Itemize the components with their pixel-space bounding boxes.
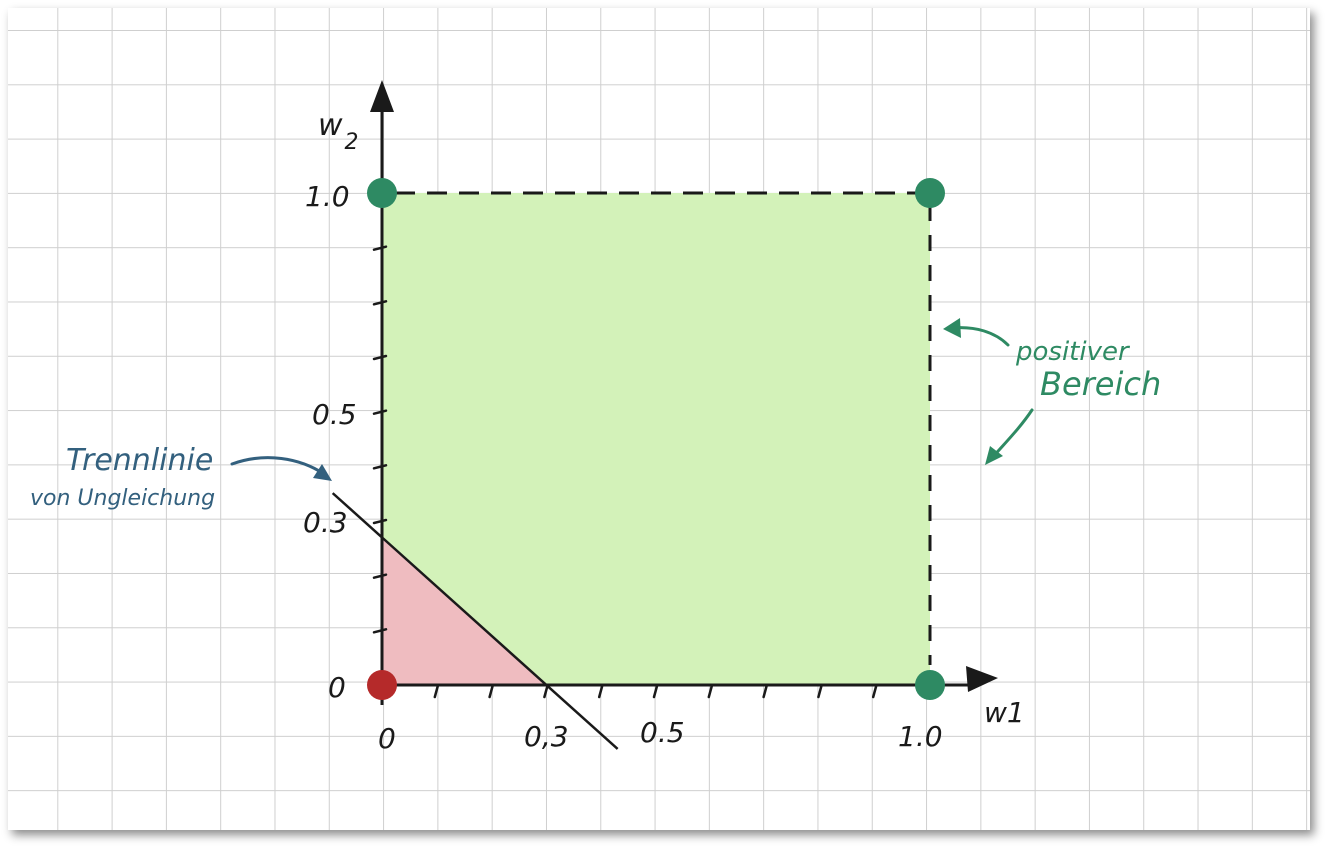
negative-point (367, 670, 397, 700)
x-tickmark (433, 684, 440, 699)
positive-point (915, 670, 945, 700)
x-axis-arrowhead (966, 666, 998, 692)
positive-region-arrowhead-lower (985, 446, 1003, 465)
x-axis-tickmarks (433, 684, 878, 699)
y-tick-label-1: 1.0 (305, 180, 350, 213)
positive-region-arrowhead-upper (943, 318, 961, 338)
x-axis-label: w1 (984, 696, 1025, 729)
x-tickmark (652, 684, 659, 699)
y-tickmark (372, 628, 388, 634)
x-tick-label-0: 0 (378, 722, 396, 755)
x-tick-label-1: 1.0 (898, 720, 943, 753)
y-tickmark (372, 573, 388, 579)
y-tick-label-0: 0 (328, 671, 346, 704)
y-axis-arrowhead (370, 80, 394, 112)
separating-line-arrowhead (313, 464, 332, 481)
y-tickmark (372, 300, 388, 306)
x-tickmark (597, 684, 604, 699)
y-tickmark (372, 354, 388, 361)
x-tickmark (707, 684, 714, 699)
y-tickmark (372, 518, 388, 525)
positive-region (382, 193, 930, 685)
separating-line-arrow (230, 456, 326, 476)
x-tickmark (762, 684, 768, 699)
x-tick-label-0.3: 0,3 (524, 720, 569, 753)
y-tick-label-0.5: 0.5 (312, 398, 357, 431)
x-tickmark (543, 684, 549, 699)
positive-point (915, 178, 945, 208)
x-tickmark (817, 684, 823, 699)
positive-region-sublabel: Bereich (1040, 365, 1161, 403)
y-tick-label-0.3: 0.3 (303, 506, 348, 539)
y-axis-label: w2 (318, 108, 359, 155)
y-tickmark (372, 464, 388, 470)
positive-region-label: positiver (1015, 337, 1131, 367)
y-axis-tickmarks (372, 190, 388, 634)
data-points (367, 178, 945, 700)
positive-point (367, 178, 397, 208)
positive-region-arrow-lower (990, 408, 1034, 460)
y-tickmark (372, 245, 388, 251)
x-tick-label-0.5: 0.5 (640, 716, 685, 749)
y-tickmark (372, 409, 388, 415)
x-tickmark (488, 684, 494, 699)
separating-line (331, 492, 619, 750)
separating-line-label: Trennlinie (66, 443, 213, 478)
x-tickmark (871, 684, 878, 699)
separating-line-sublabel: von Ungleichung (30, 486, 215, 511)
